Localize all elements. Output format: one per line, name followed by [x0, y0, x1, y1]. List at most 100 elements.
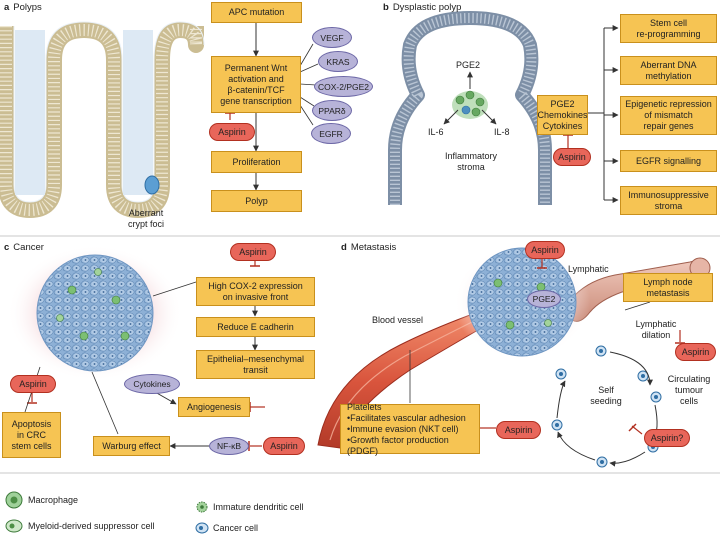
platelets-title: Platelets — [347, 401, 382, 412]
outcome3-line1: Epigenetic repression — [625, 99, 712, 109]
wnt-line1: Permanent Wnt — [224, 62, 288, 73]
apoptosis-line2: in CRC — [16, 429, 46, 440]
platelets-item-3: Growth factor production (PDGF) — [347, 435, 473, 457]
panel-d-title-text: Metastasis — [350, 242, 397, 253]
wnt-line3: β-catenin/TCF — [227, 84, 285, 95]
angiogenesis-box: Angiogenesis — [178, 397, 250, 417]
aspirin-metastasis: Aspirin — [525, 241, 565, 259]
outcome3-line2: of mismatch — [644, 110, 693, 120]
inflammatory-stroma-label: Inflammatory stroma — [440, 151, 502, 173]
wnt-line2: activation and — [228, 73, 284, 84]
pge2-cytokines-box: PGE2 Chemokines Cytokines — [537, 95, 588, 135]
aspirin-dilation: Aspirin — [675, 343, 716, 361]
platelets-item-1: Facilitates vascular adhesion — [347, 413, 473, 424]
aspirin-platelets: Aspirin — [496, 421, 541, 439]
outcome5-line1: Immunosuppressive — [628, 189, 709, 200]
panel-c-title-text: Cancer — [13, 242, 44, 253]
cytokines-oval: Cytokines — [124, 374, 180, 394]
warburg-box: Warburg effect — [93, 436, 170, 456]
circulating-tumour-cells-label: Circulating tumour cells — [662, 374, 716, 407]
outcome3-line3: repair genes — [643, 121, 694, 131]
cox2-line2: on invasive front — [222, 291, 289, 302]
egfr-oval: EGFR — [311, 123, 351, 144]
nfkb-oval: NF-κB — [209, 437, 249, 455]
e-cadherin-box: Reduce E cadherin — [196, 317, 315, 337]
dilation-line1: Lymphatic — [635, 319, 677, 329]
platelets-box: Platelets Facilitates vascular adhesion … — [340, 401, 480, 457]
circulating-line1: Circulating — [667, 374, 711, 384]
legend-macrophage: Macrophage — [28, 495, 79, 505]
cox2-line1: High COX-2 expression — [208, 280, 303, 291]
lymph-line1: Lymph node — [643, 276, 693, 287]
seeding-line1: Self — [598, 385, 614, 395]
aberrant-crypt-label: Aberrant crypt foci — [116, 208, 176, 230]
vegf-oval: VEGF — [312, 27, 352, 48]
self-seeding-label: Self seeding — [590, 385, 622, 407]
dendritic-cell-icon — [196, 501, 208, 513]
dysplastic-polyp-illustration — [388, 11, 552, 205]
aspirin-nfkb: Aspirin — [263, 437, 305, 455]
panel-b-title-text: Dysplastic polyp — [392, 2, 462, 13]
outcome4-line1: EGFR signalling — [635, 155, 702, 166]
panel-a-title-text: Polyps — [13, 2, 42, 13]
cancer-cell-icon — [195, 522, 209, 534]
wnt-line4: gene transcription — [220, 95, 292, 106]
ppar-oval: PPARδ — [312, 100, 352, 121]
outcome2-line1: Aberrant DNA — [640, 59, 697, 70]
apoptosis-line1: Apoptosis — [11, 418, 52, 429]
emt-line2: transit — [243, 364, 268, 375]
apc-mutation-box: APC mutation — [211, 2, 302, 23]
kras-oval: KRAS — [318, 51, 358, 72]
aspirin-wnt: Aspirin — [209, 123, 255, 141]
lymphatic-label: Lymphatic — [568, 264, 609, 274]
panel-c-letter: c — [4, 242, 10, 253]
emt-line1: Epithelial–mesenchymal — [206, 353, 305, 364]
lymphatic-dilation-label: Lymphatic dilation — [630, 319, 682, 341]
crypt-illustration — [0, 21, 205, 218]
il8-label: IL-8 — [494, 127, 510, 137]
center-line3: Cytokines — [542, 120, 583, 131]
il6-label: IL-6 — [428, 127, 444, 137]
mdsc-icon — [5, 519, 23, 533]
outcome-egfr: EGFR signalling — [620, 150, 717, 172]
proliferation-box: Proliferation — [211, 151, 302, 173]
macrophage-icon — [5, 491, 23, 509]
tumour-mass-cancer — [7, 245, 183, 381]
center-line2: Chemokines — [537, 109, 588, 120]
pge2-label: PGE2 — [456, 60, 481, 70]
crypt-label-line2: crypt foci — [127, 219, 164, 229]
tumour-mass-metastasis — [454, 244, 590, 360]
wnt-activation-box: Permanent Wnt activation and β-catenin/T… — [211, 56, 301, 113]
legend-mdsc: Myeloid-derived suppressor cell — [28, 521, 155, 531]
stroma-line2: stroma — [457, 162, 485, 172]
apoptosis-line3: stem cells — [11, 440, 52, 451]
aspirin-cox2: Aspirin — [230, 243, 276, 261]
dilation-line2: dilation — [641, 330, 671, 340]
lymph-line2: metastasis — [646, 287, 690, 298]
center-line1: PGE2 — [550, 98, 575, 109]
aspirin-polyp: Aspirin — [553, 148, 591, 166]
pge2-oval-metastasis: PGE2 — [527, 290, 561, 308]
aspirin-apoptosis: Aspirin — [10, 375, 56, 393]
outcome1-line1: Stem cell — [649, 17, 687, 28]
legend-dendritic-cell: Immature dendritic cell — [213, 502, 304, 512]
panel-b-letter: b — [383, 2, 389, 13]
polyp-box: Polyp — [211, 190, 302, 212]
aspirin-question: Aspirin? — [644, 429, 690, 447]
panel-d-letter: d — [341, 242, 347, 253]
circulating-line3: cells — [679, 396, 698, 406]
outcome2-line2: methylation — [645, 70, 692, 81]
